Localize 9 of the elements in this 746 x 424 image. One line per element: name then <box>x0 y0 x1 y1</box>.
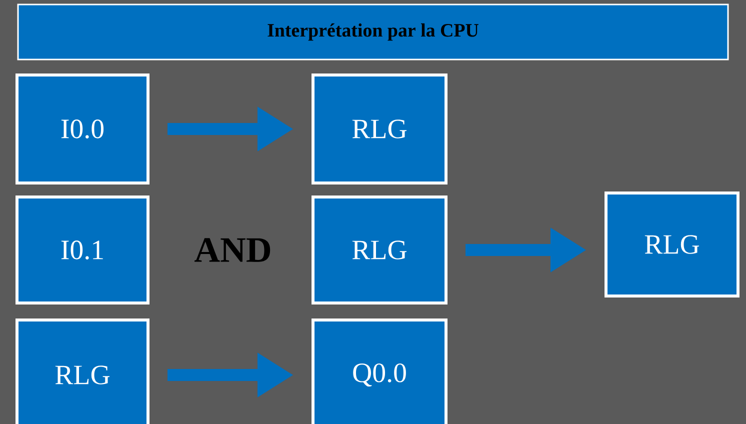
process-box: I0.0 <box>16 74 150 184</box>
process-box: Q0.0 <box>312 318 448 424</box>
process-box: RLG <box>312 74 448 184</box>
process-box: RLG <box>312 196 448 304</box>
process-box: I0.1 <box>16 196 150 304</box>
process-box: RLG <box>16 318 150 424</box>
process-box: RLG <box>604 192 740 298</box>
title-bar: Interprétation par la CPU <box>17 4 729 60</box>
operator-label: AND <box>194 238 270 262</box>
